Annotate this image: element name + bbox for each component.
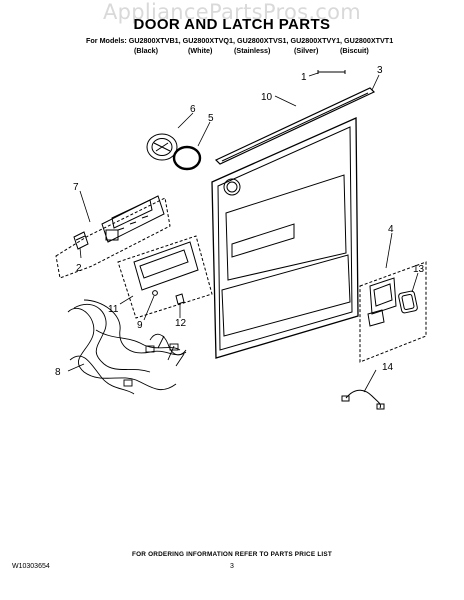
- callout-5: 5: [208, 113, 214, 124]
- site-watermark: AppliancePartsPros.com: [102, 0, 362, 24]
- callout-8: 8: [55, 367, 61, 378]
- callout-7: 7: [73, 182, 79, 193]
- callout-4: 4: [388, 224, 394, 235]
- callout-numbers: 1 2 3 4 5 6 7 8 9 10 11 12 13 14: [55, 65, 425, 378]
- callout-12: 12: [175, 318, 187, 329]
- part-3-inner-door: [211, 117, 359, 359]
- part-11-panel-outline: [117, 235, 213, 319]
- part-10-top-strip: [214, 87, 376, 165]
- part-1-clip: [317, 70, 346, 74]
- part-4-vent-assembly: [359, 261, 427, 363]
- model-color-silver: (Silver): [294, 46, 319, 55]
- callout-9: 9: [137, 320, 143, 331]
- callout-6: 6: [190, 104, 196, 115]
- callout-13: 13: [413, 264, 425, 275]
- callout-11: 11: [108, 304, 119, 315]
- part-2-latch-knob: [73, 231, 89, 250]
- part-14-wire-connector: [341, 389, 385, 410]
- ordering-note: FOR ORDERING INFORMATION REFER TO PARTS …: [132, 551, 332, 558]
- part-5-gasket-ring: [172, 145, 202, 171]
- callout-2: 2: [76, 263, 82, 274]
- model-color-stainless: (Stainless): [234, 46, 271, 55]
- model-color-biscuit: (Biscuit): [340, 46, 369, 55]
- leader-lines: [67, 72, 419, 393]
- part-9-screw: [152, 290, 158, 296]
- part-12-bracket: [175, 293, 185, 305]
- model-color-black: (Black): [134, 46, 158, 55]
- part-13-gasket: [398, 290, 418, 314]
- models-line: For Models: GU2800XTVB1, GU2800XTVQ1, GU…: [86, 36, 394, 45]
- callout-1: 1: [301, 72, 307, 83]
- model-color-white: (White): [188, 46, 213, 55]
- document-id: W10303654: [12, 563, 50, 570]
- part-6-disc: [146, 133, 178, 161]
- callout-14: 14: [382, 362, 394, 373]
- callout-3: 3: [377, 65, 383, 76]
- part-8-wire-harness: [67, 299, 187, 395]
- part-7-latch-assembly: [55, 195, 171, 279]
- page-title: DOOR AND LATCH PARTS: [133, 16, 331, 33]
- callout-10: 10: [261, 92, 273, 103]
- page-number: 3: [230, 563, 234, 570]
